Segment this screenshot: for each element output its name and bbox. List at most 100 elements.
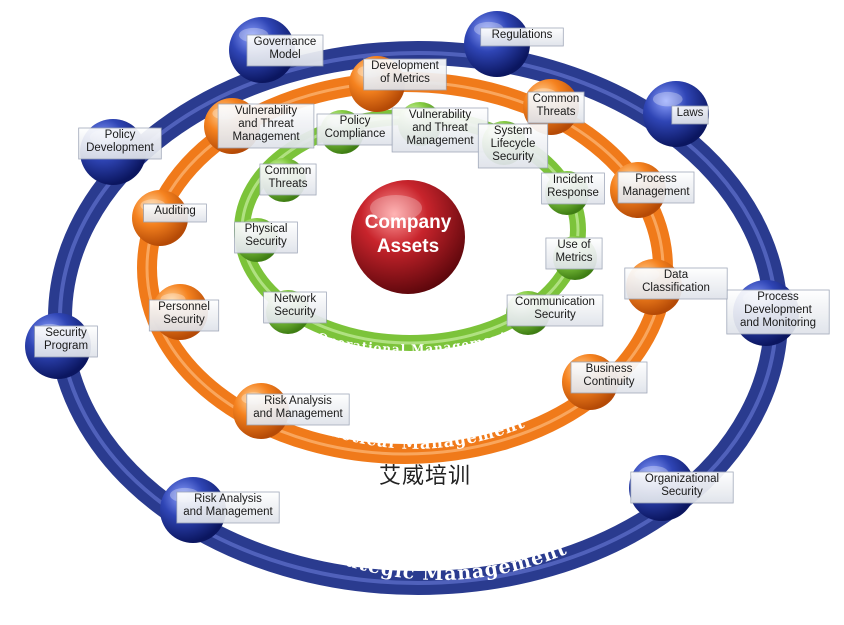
auditing-node: Auditing — [132, 190, 207, 246]
data-classification-label-box — [624, 267, 728, 300]
auditing-label-box — [143, 203, 207, 223]
process-management-label-box — [617, 171, 695, 204]
use-of-metrics-label-box — [545, 237, 603, 270]
organizational-security-label-box — [630, 471, 734, 504]
policy-development-label-line: Development — [86, 142, 155, 154]
network-security-label-line: Network — [274, 293, 316, 305]
regulations-label-box — [480, 27, 564, 47]
development-of-metrics-label-line: of Metrics — [380, 73, 430, 85]
policy-development-label-box — [78, 127, 162, 160]
watermark-text: 艾威培训 — [378, 464, 471, 489]
policy-compliance-label-line: Compliance — [325, 128, 386, 140]
personnel-security-label-line: Security — [163, 314, 205, 326]
business-continuity-label-box — [570, 361, 648, 394]
process-management-label-line: Process — [635, 173, 677, 185]
vulnerability-and-threat-management-operational-label-line: and Threat — [412, 122, 468, 134]
development-of-metrics-label-line: Development — [371, 60, 440, 72]
process-development-and-monitoring-label-box — [726, 289, 830, 335]
company-assets-sphere: Company Assets — [351, 180, 465, 294]
risk-analysis-and-management-tactical-label-box — [246, 393, 350, 426]
risk-analysis-and-management-tactical-label-line: and Management — [253, 408, 343, 420]
use-of-metrics-label-line: Metrics — [555, 252, 592, 264]
process-management-label-line: Management — [622, 186, 690, 198]
common-threats-tactical-label-box — [527, 91, 585, 124]
risk-analysis-and-management-tactical-label-line: Risk Analysis — [264, 395, 332, 407]
vulnerability-and-threat-management-tactical-label-line: and Threat — [238, 118, 294, 130]
physical-security-label-line: Security — [245, 236, 287, 248]
use-of-metrics-label-line: Use of — [557, 239, 591, 251]
governance-model-label-box — [246, 34, 324, 67]
incident-response-label-line: Response — [547, 187, 599, 199]
process-development-and-monitoring-label-line: Process — [757, 291, 799, 303]
regulations-node: Regulations — [464, 11, 564, 77]
process-development-and-monitoring-label-line: and Monitoring — [740, 317, 816, 329]
network-security-label-line: Security — [274, 306, 316, 318]
risk-analysis-and-management-strategic-label-line: and Management — [183, 506, 273, 518]
business-continuity-label-line: Business — [586, 363, 633, 375]
communication-security-label-box — [506, 294, 604, 327]
organizational-security-label-line: Organizational — [645, 473, 719, 485]
laws-label-line: Laws — [677, 107, 704, 119]
vulnerability-and-threat-management-operational-label-line: Vulnerability — [409, 109, 471, 121]
common-threats-tactical-label-line: Common — [533, 93, 580, 105]
physical-security-label-line: Physical — [245, 223, 288, 235]
personnel-security-label-line: Personnel — [158, 301, 210, 313]
center-label-line1: Company — [365, 212, 452, 233]
data-classification-label-line: Data — [664, 269, 689, 281]
policy-development-label-line: Policy — [105, 129, 136, 141]
common-threats-operational-label-line: Common — [265, 165, 312, 177]
communication-security-label-line: Security — [534, 309, 576, 321]
personnel-security-label-box — [148, 299, 220, 332]
incident-response-label-line: Incident — [553, 174, 594, 186]
risk-analysis-and-management-strategic-label-line: Risk Analysis — [194, 493, 262, 505]
governance-model-label-line: Governance — [254, 36, 317, 48]
common-threats-tactical-label-line: Threats — [537, 106, 576, 118]
incident-response-label-box — [541, 172, 605, 205]
common-threats-operational-label-line: Threats — [269, 178, 308, 190]
system-lifecycle-security-label-box — [477, 123, 549, 169]
communication-security-label-line: Communication — [515, 296, 595, 308]
vulnerability-and-threat-management-operational-label-line: Management — [406, 135, 474, 147]
vulnerability-and-threat-management-tactical-label-line: Vulnerability — [235, 105, 297, 117]
laws-node: Laws — [643, 81, 709, 147]
business-continuity-label-line: Continuity — [583, 376, 634, 388]
common-threats-operational-label-box — [259, 163, 317, 196]
development-of-metrics-label-box — [363, 58, 447, 91]
governance-model-label-line: Model — [269, 49, 300, 61]
laws-label-box — [671, 105, 709, 125]
risk-analysis-and-management-strategic-label-box — [176, 491, 280, 524]
physical-security-label-box — [234, 221, 298, 254]
vulnerability-and-threat-management-tactical-label-box — [217, 103, 315, 149]
data-classification-label-line: Classification — [642, 282, 710, 294]
network-security-label-box — [263, 291, 327, 324]
system-lifecycle-security-label-line: Security — [492, 151, 534, 163]
organizational-security-label-line: Security — [661, 486, 703, 498]
system-lifecycle-security-label-line: Lifecycle — [491, 138, 536, 150]
center-label-line2: Assets — [377, 236, 439, 257]
auditing-label-line: Auditing — [154, 205, 196, 217]
vulnerability-and-threat-management-operational-label-box — [391, 107, 489, 153]
